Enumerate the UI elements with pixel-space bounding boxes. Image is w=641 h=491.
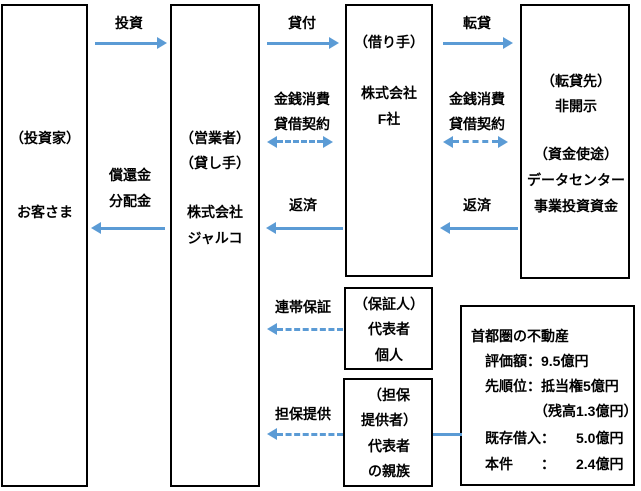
operator-label-4: ジャルコ (187, 230, 243, 246)
sublender-label-1: （転貸先） (541, 73, 611, 89)
investor-label-1: （投資家） (10, 130, 80, 146)
collateral-offer-label: 担保提供 (275, 406, 331, 422)
investor-label-2: お客さま (17, 204, 73, 220)
property-label-4: （残高1.3億円） (471, 403, 638, 419)
operator-box (170, 4, 260, 487)
sublease-arrow-head (503, 37, 513, 49)
property-label-3: 先順位：抵当権5億円 (471, 378, 619, 394)
money-contract-left-line (277, 140, 323, 143)
investor-box (1, 4, 88, 487)
redemption-arrow-line (101, 227, 165, 230)
repayment-right-label: 返済 (463, 197, 491, 213)
money-contract-right-line (453, 140, 498, 143)
money-contract-right-head-left (443, 136, 453, 148)
guarantor-label-2: 代表者 (368, 321, 410, 337)
joint-guarantee-head (267, 323, 277, 335)
operator-label-3: 株式会社 (187, 204, 243, 220)
collateral-provider-label-3: 代表者 (368, 438, 410, 454)
loan-arrow-label: 貸付 (288, 15, 316, 31)
sublender-label-3: （資金使途） (534, 146, 618, 162)
sublender-label-2: 非開示 (555, 98, 597, 114)
sublender-box (520, 4, 630, 279)
guarantor-label-1: （保証人） (354, 296, 424, 312)
redemption-arrow-label-1: 償還金 (109, 167, 151, 183)
investment-arrow-head (157, 37, 167, 49)
guarantor-box (344, 287, 433, 370)
loan-arrow-line (267, 42, 329, 45)
sublease-arrow-label: 転貸 (463, 15, 491, 31)
property-link-line (433, 433, 462, 436)
collateral-offer-head (267, 428, 277, 440)
borrower-label-3: F社 (377, 111, 401, 127)
collateral-provider-label-2: 提供者） (361, 412, 417, 428)
money-contract-right-label-2: 貸借契約 (449, 116, 505, 132)
collateral-provider-label-4: の親族 (368, 463, 410, 479)
money-contract-left-label-1: 金銭消費 (274, 91, 330, 107)
operator-label-1: （営業者） (180, 130, 250, 146)
borrower-label-2: 株式会社 (361, 85, 417, 101)
money-contract-right-head-right (498, 136, 508, 148)
redemption-arrow-head (91, 222, 101, 234)
money-contract-left-label-2: 貸借契約 (274, 116, 330, 132)
property-label-1: 首都圏の不動産 (471, 328, 569, 344)
property-label-5: 既存借入： 5.0億円 (471, 430, 624, 446)
money-contract-right-label-1: 金銭消費 (449, 91, 505, 107)
repayment-left-label: 返済 (289, 197, 317, 213)
repayment-left-line (276, 227, 343, 230)
joint-guarantee-line (277, 328, 343, 331)
sublease-arrow-line (443, 42, 503, 45)
investment-arrow-line (95, 42, 157, 45)
money-contract-left-head-left (267, 136, 277, 148)
collateral-offer-line (277, 433, 343, 436)
operator-label-2: （貸し手） (180, 155, 250, 171)
investment-arrow-label: 投資 (115, 15, 143, 31)
property-box (460, 305, 635, 486)
money-contract-left-head-right (323, 136, 333, 148)
redemption-arrow-label-2: 分配金 (109, 193, 151, 209)
guarantor-label-3: 個人 (375, 347, 403, 363)
repayment-right-line (450, 227, 518, 230)
collateral-provider-box (343, 378, 433, 487)
repayment-right-head (440, 222, 450, 234)
borrower-label-1: （借り手） (354, 34, 424, 50)
sublender-label-4: データセンター (527, 172, 625, 188)
sublender-label-5: 事業投資資金 (534, 198, 618, 214)
repayment-left-head (266, 222, 276, 234)
collateral-provider-label-1: （担保 (368, 387, 410, 403)
borrower-box (345, 4, 433, 277)
joint-guarantee-label: 連帯保証 (275, 299, 331, 315)
property-label-2: 評価額：9.5億円 (471, 353, 589, 369)
property-label-6: 本件 ： 2.4億円 (471, 456, 624, 472)
loan-arrow-head (329, 37, 339, 49)
